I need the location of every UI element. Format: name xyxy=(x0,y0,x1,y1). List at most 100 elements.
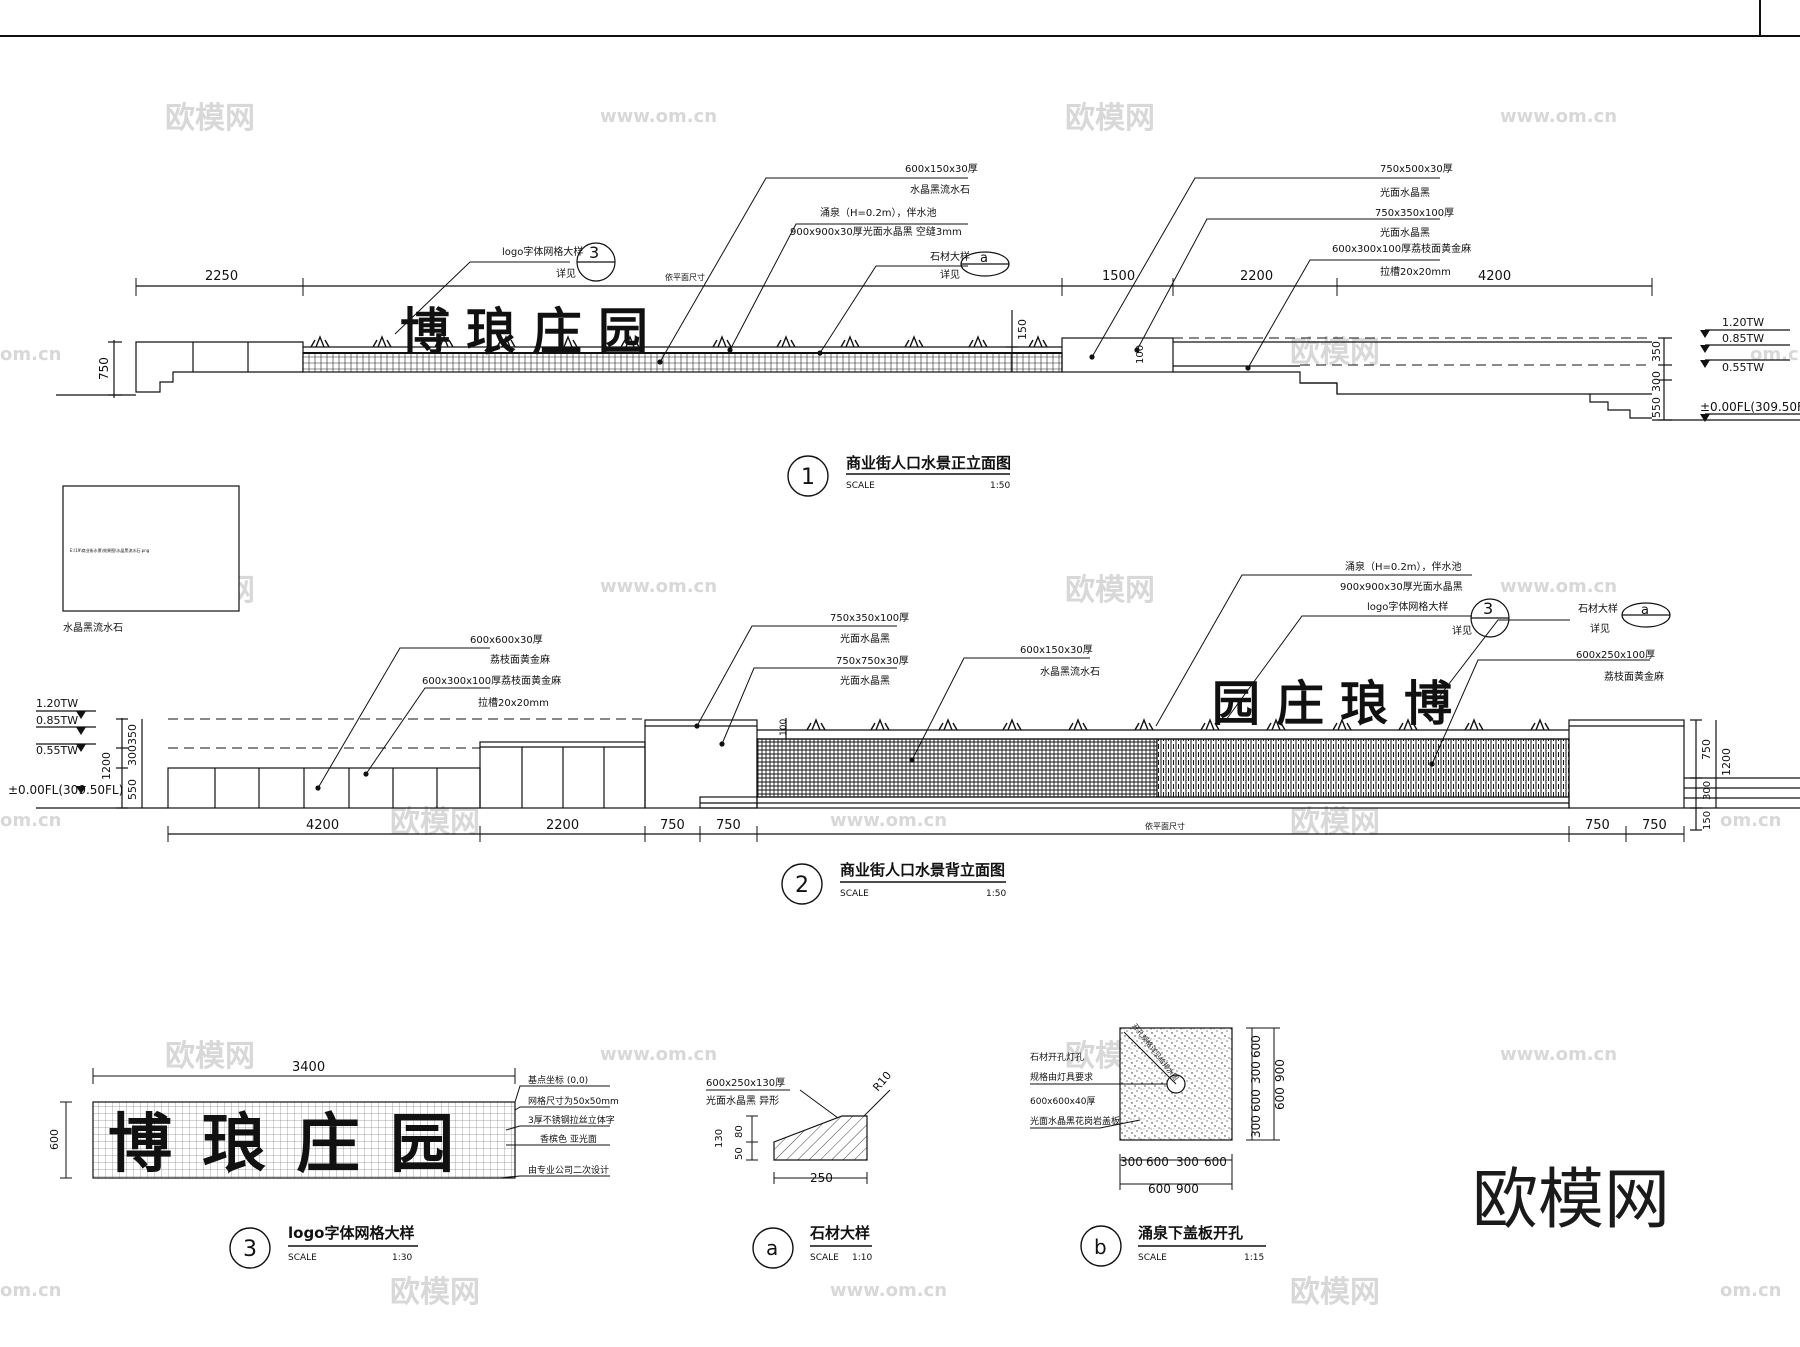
dim-300: 300 xyxy=(1120,1155,1143,1169)
callout-text: 涌泉（H=0.2m），伴水池 xyxy=(1345,560,1462,573)
stone-note: 光面水晶黑 异形 xyxy=(706,1094,779,1107)
watermark-logo: 欧模网 xyxy=(165,101,255,136)
stone-detail: 600x250x130厚 光面水晶黑 异形 R10 250 130 80 50 … xyxy=(706,1069,894,1269)
watermark-edge: om.cn xyxy=(0,344,61,365)
callout-text: 900x900x30厚光面水晶黑 空缝3mm xyxy=(790,225,962,238)
dim-300: 300 xyxy=(1650,371,1663,392)
back-elevation xyxy=(36,574,1800,842)
dim-4200: 4200 xyxy=(306,818,339,833)
callout-text: 750x350x100厚 xyxy=(1375,207,1454,219)
dim-2200: 2200 xyxy=(1240,269,1273,284)
back-logo-characters: 园庄琅博 xyxy=(1212,676,1468,732)
watermark-edge: om.cn xyxy=(1720,810,1781,831)
dim-plan-size: 依平面尺寸 xyxy=(665,272,705,282)
callout-text: 涌泉（H=0.2m），伴水池 xyxy=(820,206,937,219)
logo-grid-characters: 博琅庄园 xyxy=(108,1108,484,1182)
stone-note: 600x250x130厚 xyxy=(706,1077,785,1089)
callout-text: 荔枝面黄金麻 xyxy=(1604,670,1664,683)
level-120: 1.20TW xyxy=(1722,316,1764,329)
watermark-site: www.om.cn xyxy=(1500,576,1617,597)
dim-2250: 2250 xyxy=(205,269,238,284)
callout-text: 石材大样 xyxy=(1578,602,1618,615)
callout-text: 900x900x30厚光面水晶黑 xyxy=(1340,580,1463,593)
watermark-site: www.om.cn xyxy=(600,576,717,597)
callout-stone-ref: a xyxy=(980,251,988,266)
watermark-logo: 欧模网 xyxy=(390,1275,480,1310)
callout-text: 水晶黑流水石 xyxy=(910,183,970,196)
dim-130: 130 xyxy=(714,1129,725,1148)
callout-text: 750x750x30厚 xyxy=(836,655,909,667)
callout-text: 600x250x100厚 xyxy=(1576,649,1655,661)
callout-logo-ref: 3 xyxy=(1483,599,1493,618)
scale-label: SCALE xyxy=(1138,1253,1167,1263)
watermark-logo: 欧模网 xyxy=(1065,101,1155,136)
dim-750: 750 xyxy=(1700,739,1713,760)
callout-text: 600x150x30厚 xyxy=(1020,644,1093,656)
scale-value: 1:50 xyxy=(990,481,1010,491)
watermark-edge: om.cn xyxy=(0,810,61,831)
scale-label: SCALE xyxy=(810,1253,839,1263)
image-caption: 水晶黑流水石 xyxy=(63,621,123,634)
dim-350: 350 xyxy=(126,724,139,745)
front-elevation xyxy=(56,177,1800,422)
scale-value: 1:30 xyxy=(392,1253,412,1263)
watermark-logo: 欧模网 xyxy=(165,1039,255,1074)
grid-note: 香槟色 亚光面 xyxy=(540,1133,597,1145)
watermark-edge: om.cn xyxy=(1720,1280,1781,1301)
dim-600: 600 xyxy=(1146,1155,1169,1169)
view-title: logo字体网格大样 xyxy=(288,1224,415,1242)
dim-1200: 1200 xyxy=(1720,748,1733,776)
dim-1200: 1200 xyxy=(100,752,113,780)
front-elevation-labels: 2250 依平面尺寸 1500 2200 4200 150 100 750 35… xyxy=(97,163,1800,418)
watermark-logo: 欧模网 xyxy=(1290,805,1380,840)
callout-stone-ref: a xyxy=(1641,603,1649,618)
level-000: ±0.00FL(309.50FL) xyxy=(1700,400,1800,414)
dim-300: 300 xyxy=(1249,1115,1263,1138)
watermark-logo: 欧模网 xyxy=(1065,573,1155,608)
dim-2200: 2200 xyxy=(546,818,579,833)
grid-note: 3厚不锈钢拉丝立体字 xyxy=(528,1114,615,1126)
view-title: 石材大样 xyxy=(809,1224,870,1242)
front-elevation-title: 1 商业街人口水景正立面图 SCALE 1:50 xyxy=(787,454,1011,497)
callout-logo-ref: 3 xyxy=(589,243,599,262)
callout-text: 600x300x100厚荔枝面黄金麻 xyxy=(422,674,561,687)
dim-600: 600 xyxy=(48,1129,61,1150)
view-number: a xyxy=(766,1236,778,1260)
watermark-site: www.om.cn xyxy=(830,1280,947,1301)
dim-550: 550 xyxy=(126,779,139,800)
dim-600: 600 xyxy=(1204,1155,1227,1169)
cover-plate-detail: 开孔规格详见给排水图 石材开孔灯孔 规格由灯具要求 600x600x40厚 光面… xyxy=(1030,1022,1287,1267)
scale-value: 1:10 xyxy=(852,1253,872,1263)
watermark-site: www.om.cn xyxy=(600,106,717,127)
view-number: 3 xyxy=(243,1237,257,1262)
callout-text: 600x300x100厚荔枝面黄金麻 xyxy=(1332,242,1471,255)
dim-50: 50 xyxy=(734,1147,745,1160)
front-logo-characters: 博琅庄园 xyxy=(400,303,664,361)
dim-600: 600 xyxy=(1273,1087,1287,1110)
callout-stone-note: 石材大样 xyxy=(930,250,970,263)
brand-watermark: 欧模网 xyxy=(1472,1161,1670,1238)
back-elevation-labels: 4200 2200 750 750 依平面尺寸 750 750 350 300 … xyxy=(8,560,1733,833)
radius-label: R10 xyxy=(870,1069,894,1094)
plate-note: 600x600x40厚 xyxy=(1030,1096,1095,1107)
callout-text: 水晶黑流水石 xyxy=(1040,665,1100,678)
watermark-site: www.om.cn xyxy=(600,1044,717,1065)
callout-text: 光面水晶黑 xyxy=(840,674,890,687)
dim-300: 300 xyxy=(1176,1155,1199,1169)
view-number: b xyxy=(1094,1235,1107,1259)
scale-label: SCALE xyxy=(840,889,869,899)
level-120: 1.20TW xyxy=(36,697,78,710)
dim-100: 100 xyxy=(779,719,789,736)
plate-note: 石材开孔灯孔 xyxy=(1030,1051,1084,1063)
dim-600: 600 xyxy=(1249,1035,1263,1058)
dim-300: 300 xyxy=(126,745,139,766)
callout-text: 拉槽20x20mm xyxy=(478,696,549,709)
level-055: 0.55TW xyxy=(1722,361,1764,374)
view-title: 涌泉下盖板开孔 xyxy=(1138,1224,1243,1242)
logo-grid-detail: 3400 博琅庄园 600 基点坐标 (0,0) 网格尺寸为50x50mm 3厚… xyxy=(48,1060,619,1269)
dim-750: 750 xyxy=(97,357,111,380)
callout-see: 详见 xyxy=(556,267,576,280)
level-085: 0.85TW xyxy=(36,714,78,727)
watermark-site: www.om.cn xyxy=(830,810,947,831)
